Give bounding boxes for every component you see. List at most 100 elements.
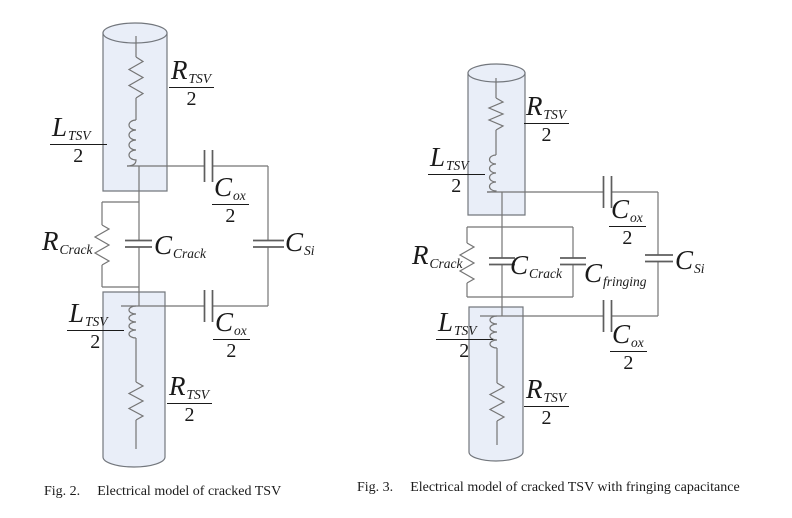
fig2-caption: Fig. 2. Electrical model of cracked TSV	[44, 484, 281, 500]
fig3-rtsv-top-resistor	[487, 97, 505, 131]
denominator: 2	[451, 174, 462, 197]
symbol: R	[169, 371, 186, 401]
fig2-rcrack-resistor	[93, 224, 111, 266]
symbol: C	[612, 319, 631, 349]
fig2-csi-capacitor	[253, 239, 284, 248]
fig3-cfringing-capacitor	[560, 257, 586, 266]
subscript: ox	[631, 335, 644, 351]
fig3-csi-capacitor	[645, 254, 673, 263]
subscript: ox	[234, 323, 247, 339]
subscript: Si	[304, 243, 315, 259]
denominator: 2	[90, 330, 101, 353]
fig3-rtsv-bottom-resistor	[488, 382, 506, 422]
fig3-label-c-ox-top: Cox 2	[609, 196, 646, 248]
fig3-caption-text: Electrical model of cracked TSV with fri…	[410, 480, 740, 495]
subscript: fringing	[603, 274, 647, 290]
symbol: C	[675, 245, 694, 275]
fig2-circuit	[93, 22, 284, 468]
fig2-label-l-tsv-top: LTSV 2	[50, 114, 107, 166]
subscript: ox	[630, 210, 643, 226]
symbol: R	[412, 240, 429, 270]
fig2-ltsv-top-inductor	[126, 119, 137, 167]
symbol: C	[285, 227, 304, 257]
subscript: ox	[233, 188, 246, 204]
fig2-label-c-ox-bottom: Cox 2	[213, 309, 250, 361]
symbol: L	[69, 298, 85, 328]
fig3-label-l-tsv-top: LTSV 2	[428, 144, 485, 196]
subscript: TSV	[68, 128, 91, 144]
fig2-bottom-tsv-cylinder	[102, 291, 166, 468]
subscript: Crack	[59, 242, 93, 258]
subscript: TSV	[186, 387, 210, 403]
fig3-cox-bottom-capacitor	[602, 300, 613, 332]
fig2-ltsv-bottom-inductor	[128, 305, 137, 339]
fig2-label-r-crack: RCrack	[42, 228, 93, 257]
fig2-label-c-ox-top: Cox 2	[212, 174, 249, 226]
denominator: 2	[622, 226, 633, 249]
fig2-top-tsv-cylinder	[102, 32, 168, 192]
fig3-ltsv-top-inductor	[486, 154, 497, 193]
fig3-label-r-tsv-top: RTSV 2	[524, 91, 570, 145]
denominator: 2	[459, 339, 470, 362]
fig3-label-c-crack: CCrack	[510, 252, 562, 281]
fig2-label-l-tsv-bottom: LTSV 2	[67, 300, 124, 352]
symbol: R	[42, 226, 59, 256]
denominator: 2	[186, 87, 197, 110]
denominator: 2	[184, 403, 195, 426]
fig3-label-r-tsv-bottom: RTSV 2	[524, 374, 570, 429]
symbol: R	[526, 91, 543, 121]
denominator: 2	[225, 204, 236, 227]
subscript: TSV	[454, 323, 477, 339]
symbol: R	[171, 55, 188, 85]
fig3-caption: Fig. 3. Electrical model of cracked TSV w…	[357, 480, 740, 496]
denominator: 2	[541, 406, 552, 429]
symbol: C	[584, 258, 603, 288]
denominator: 2	[226, 339, 237, 362]
subscript: TSV	[446, 158, 469, 174]
symbol: C	[611, 194, 630, 224]
fig3-label-r-crack: RCrack	[412, 242, 463, 271]
fig3-circuit	[458, 63, 673, 462]
denominator: 2	[73, 144, 84, 167]
fig2-caption-tag: Fig. 2.	[44, 484, 81, 499]
fig2-rtsv-bottom-resistor	[127, 381, 145, 421]
fig3-ltsv-bottom-inductor	[489, 315, 498, 349]
fig3-label-c-si: CSi	[675, 247, 705, 276]
fig3-bottom-tsv-cylinder	[468, 306, 524, 462]
fig2-ccrack-capacitor	[125, 239, 152, 248]
symbol: L	[438, 307, 454, 337]
fig2-top-tsv-cap-ellipse	[102, 22, 168, 44]
symbol: L	[430, 142, 446, 172]
fig2-cox-top-capacitor	[203, 150, 214, 182]
fig3-caption-tag: Fig. 3.	[357, 480, 394, 495]
subscript: TSV	[543, 107, 567, 123]
fig2-wires	[101, 165, 269, 307]
fig3-label-c-ox-bottom: Cox 2	[610, 321, 647, 373]
symbol: C	[214, 172, 233, 202]
fig2-caption-text: Electrical model of cracked TSV	[97, 484, 282, 499]
subscript: Crack	[429, 256, 463, 272]
fig2-label-c-si: CSi	[285, 229, 315, 258]
subscript: TSV	[188, 71, 212, 87]
subscript: TSV	[85, 314, 108, 330]
symbol: C	[215, 307, 234, 337]
fig3-cox-top-capacitor	[602, 176, 613, 208]
fig3-label-l-tsv-bottom: LTSV 2	[436, 309, 493, 361]
subscript: Crack	[529, 266, 563, 282]
subscript: Si	[694, 261, 705, 277]
symbol: L	[52, 112, 68, 142]
fig2-cox-bottom-capacitor	[203, 290, 214, 322]
symbol: C	[510, 250, 529, 280]
symbol: R	[526, 374, 543, 404]
fig2-label-c-crack: CCrack	[154, 232, 206, 261]
denominator: 2	[623, 351, 634, 374]
fig2-rtsv-top-resistor	[127, 56, 145, 99]
subscript: Crack	[173, 246, 207, 262]
fig3-label-c-fringing: Cfringing	[584, 260, 647, 289]
fig2-label-r-tsv-top: RTSV 2	[169, 55, 215, 110]
fig3-wires	[466, 191, 659, 317]
fig2-label-r-tsv-bottom: RTSV 2	[167, 371, 213, 426]
fig3-rcrack-resistor	[458, 242, 476, 284]
